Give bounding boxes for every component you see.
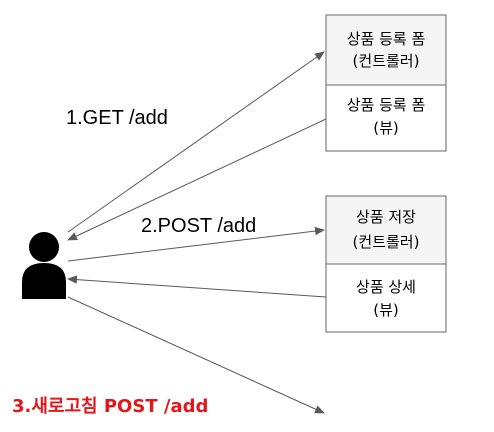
node-save-controller-box xyxy=(325,195,447,265)
label-refresh-post: 3.새로고침 POST /add xyxy=(12,396,208,417)
node-form-controller: 상품 등록 폼 (컨트롤러) xyxy=(325,14,447,86)
node-form-controller-box xyxy=(325,14,447,86)
node-detail-view-line1: 상품 상세 xyxy=(356,278,416,296)
arrow-post-request xyxy=(67,226,325,262)
arrow-detail-response xyxy=(67,275,327,298)
node-form-view: 상품 등록 폼 (뷰) xyxy=(325,84,447,152)
label-post-add: 2.POST /add xyxy=(141,215,256,237)
node-form-controller-line1: 상품 등록 폼 xyxy=(347,30,426,48)
node-save-controller-line1: 상품 저장 xyxy=(356,208,416,226)
node-form-controller-line2: (컨트롤러) xyxy=(353,52,420,70)
node-detail-view: 상품 상세 (뷰) xyxy=(325,263,447,333)
node-detail-view-line2: (뷰) xyxy=(373,301,399,319)
node-form-view-line2: (뷰) xyxy=(373,119,399,137)
node-form-view-box xyxy=(325,84,447,152)
node-save-controller-line2: (컨트롤러) xyxy=(353,233,420,251)
arrow-form-response xyxy=(67,118,327,241)
arrow-refresh-post xyxy=(67,296,325,414)
node-detail-view-box xyxy=(325,263,447,333)
node-form-view-line1: 상품 등록 폼 xyxy=(347,96,426,114)
label-get-add: 1.GET /add xyxy=(66,107,168,129)
arrow-get-request xyxy=(67,51,325,233)
node-save-controller: 상품 저장 (컨트롤러) xyxy=(325,195,447,265)
user-icon xyxy=(22,232,66,299)
